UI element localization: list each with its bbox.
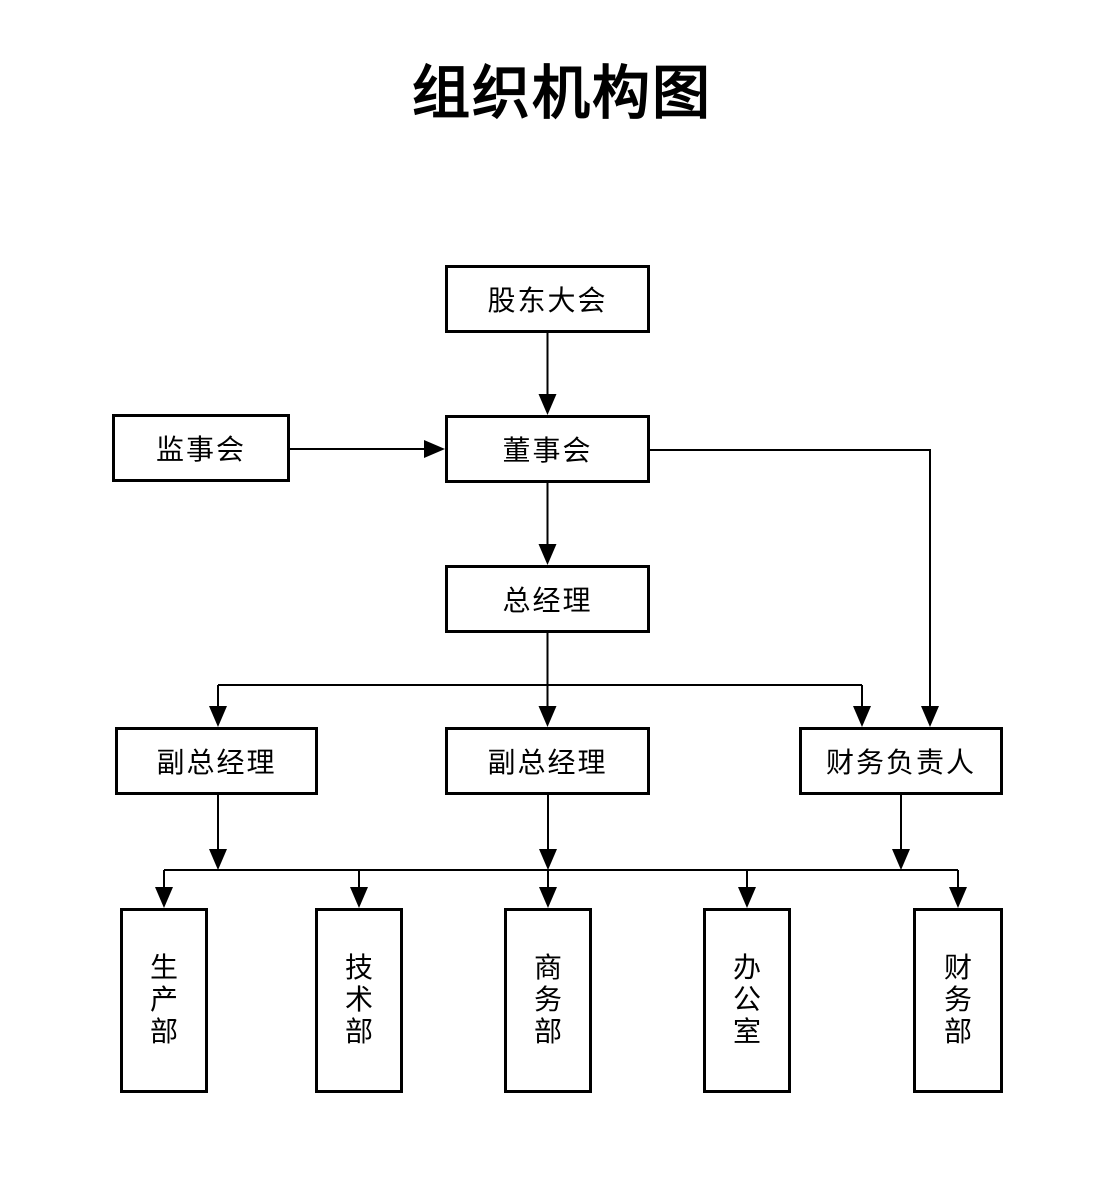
node-office-label: 办公室	[732, 952, 761, 1048]
edge-rail-office	[738, 870, 756, 908]
node-shareholders: 股东大会	[445, 265, 650, 333]
node-finance-dept-label: 财务部	[943, 952, 972, 1048]
node-supervisory-label: 监事会	[155, 435, 246, 466]
node-deputy-gm-left-label: 副总经理	[156, 748, 277, 779]
edge-rail-technology	[350, 870, 368, 908]
node-supervisory: 监事会	[112, 414, 290, 482]
node-shareholders-label: 股东大会	[487, 286, 608, 317]
page-title: 组织机构图	[411, 61, 712, 126]
edge-gm-cfo	[853, 685, 871, 727]
node-general-manager-label: 总经理	[502, 586, 593, 617]
edge-board-cfo	[650, 449, 939, 727]
node-office: 办公室	[703, 908, 791, 1093]
node-technology-dept: 技术部	[315, 908, 403, 1093]
edge-gm-dgm-left	[209, 685, 227, 727]
node-production-dept-label: 生产部	[149, 952, 178, 1048]
node-board-label: 董事会	[502, 436, 593, 467]
edge-dgm-center-rail	[539, 795, 557, 870]
edge-gm-branch	[218, 633, 862, 686]
node-board: 董事会	[445, 415, 650, 483]
node-finance-dept: 财务部	[913, 908, 1003, 1093]
edge-gm-dgm-center	[538, 685, 557, 727]
node-technology-dept-label: 技术部	[344, 952, 373, 1048]
node-deputy-gm-left: 副总经理	[115, 727, 318, 795]
node-finance-head-label: 财务负责人	[825, 748, 976, 779]
edge-rail-finance	[949, 870, 967, 908]
edge-dgm-left-rail	[209, 795, 227, 870]
edge-board-gm	[538, 483, 557, 565]
node-commerce-dept-label: 商务部	[533, 952, 562, 1048]
edge-rail-commerce	[539, 870, 557, 908]
node-deputy-gm-center: 副总经理	[445, 727, 650, 795]
node-commerce-dept: 商务部	[504, 908, 592, 1093]
edge-supervisory-board	[290, 440, 445, 458]
node-production-dept: 生产部	[120, 908, 208, 1093]
node-general-manager: 总经理	[445, 565, 650, 633]
edge-shareholders-board	[538, 333, 557, 415]
node-finance-head: 财务负责人	[799, 727, 1003, 795]
edge-cfo-rail	[892, 795, 910, 870]
node-deputy-gm-center-label: 副总经理	[487, 748, 608, 779]
edge-rail-production	[155, 870, 173, 908]
